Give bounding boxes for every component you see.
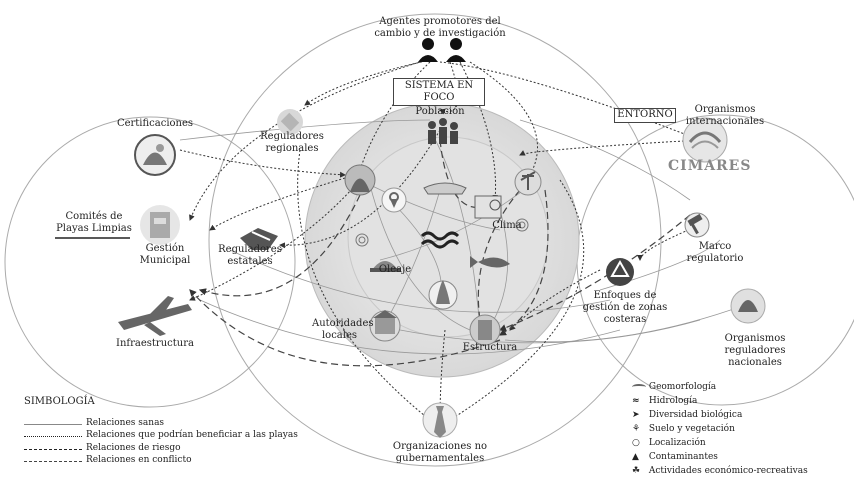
legend-icon-item: ≈ Hidrología [632, 396, 697, 406]
local-authorities-label: Autoridades locales [312, 318, 374, 341]
local-authority-icon [369, 310, 401, 342]
municipal-icon [140, 205, 180, 245]
handshake-icon [240, 228, 278, 250]
legend-icon-item: ▲ Contaminantes [632, 452, 718, 462]
plant-icon: ⚘ [632, 424, 641, 434]
municipal-management-label: Gestión Municipal [139, 243, 191, 266]
left-circle [4, 116, 296, 408]
structure-icon [469, 314, 501, 346]
legend-healthy: Relaciones sanas [86, 418, 165, 428]
location-pin-icon: ○ [632, 438, 640, 448]
population-icon [428, 118, 458, 144]
hydrology-node-icon [420, 231, 460, 249]
flame-icon [428, 280, 458, 310]
legend-icon-label: Suelo y vegetación [648, 424, 735, 434]
legend-icon-label: Hidrología [648, 396, 698, 406]
international-org-icon [682, 117, 728, 163]
population-label: Población [415, 106, 465, 117]
legend-line-risk [24, 449, 82, 450]
legend-icon-item: ⚘ Suelo y vegetación [632, 424, 735, 434]
committees-label: Comités de Playas Limpias [56, 211, 132, 234]
recycle-icon [606, 258, 634, 286]
structure-label: Estructura [462, 342, 518, 353]
state-regulators-label: Reguladores estatales [218, 244, 282, 267]
legend-risk: Relaciones de riesgo [86, 443, 181, 453]
main-circle [208, 13, 662, 467]
climate-icon [474, 195, 502, 219]
gavel-icon [684, 212, 710, 238]
swirl-icons [355, 218, 529, 247]
fish-icon: ➤ [632, 410, 640, 420]
certification-icon [134, 134, 176, 176]
legend-icon-label: Localización [648, 438, 706, 448]
geomorphology-node-icon [423, 182, 467, 195]
legend-icon-label: Geomorfología [648, 382, 717, 392]
location-pin-node-icon [381, 187, 407, 213]
national-emblem-icon [730, 288, 766, 324]
airplane-icon [118, 296, 192, 336]
regional-regulators-label: Reguladores regionales [260, 131, 324, 154]
geomorphology-icon [632, 383, 646, 390]
agents-label: Agentes promotores del cambio y de inves… [374, 16, 506, 39]
legend-icon-item: ○ Localización [632, 438, 706, 448]
legend-icon-label: Actividades económico-recreativas [648, 466, 808, 476]
focus-system-box: SISTEMA EN FOCO [393, 78, 485, 106]
coastal-management-label: Enfoques de gestión de zonas costeras [582, 290, 668, 325]
legend-beneficial: Relaciones que podrían beneficiar a las … [86, 430, 298, 440]
ngo-icon [422, 402, 458, 438]
palm-node-icon [514, 168, 542, 196]
contaminant-icon: ▲ [632, 452, 639, 462]
wave-icon [370, 261, 400, 272]
environment-box: ENTORNO [614, 108, 676, 123]
infrastructure-label: Infraestructura [116, 338, 194, 349]
national-orgs-label: Organismos reguladores nacionales [724, 333, 786, 368]
climate-label: Clima [492, 220, 522, 231]
ngo-label: Organizaciones no gubernamentales [392, 441, 488, 464]
legend-icon-label: Contaminantes [648, 452, 718, 462]
legend-conflict: Relaciones en conflicto [86, 455, 192, 465]
legend-line-conflict [24, 461, 82, 462]
regional-regulator-icon [277, 109, 303, 135]
regulatory-framework-label: Marco regulatorio [686, 241, 744, 264]
legend-icon-label: Diversidad biológica [648, 410, 743, 420]
contaminant-node-icon [344, 164, 376, 196]
legend-icon-item: Geomorfología [632, 382, 716, 392]
legend-icon-item: ☘ Actividades económico-recreativas [632, 466, 808, 476]
palm-tree-icon: ☘ [632, 466, 641, 476]
fish-node-icon [470, 256, 510, 268]
legend-line-beneficial [24, 436, 82, 437]
agents-icon [418, 38, 466, 62]
legend-icon-item: ➤ Diversidad biológica [632, 410, 742, 420]
international-orgs-label: Organismos internacionales [685, 104, 765, 127]
legend-line-healthy [24, 424, 82, 425]
risk-relations [189, 139, 691, 367]
hydrology-icon: ≈ [632, 396, 640, 406]
certifications-label: Certificaciones [116, 118, 194, 129]
cimares-label: CIMARES [668, 158, 752, 174]
waves-label: Oleaje [378, 264, 412, 275]
legend-title: SIMBOLOGÍA [24, 396, 95, 407]
